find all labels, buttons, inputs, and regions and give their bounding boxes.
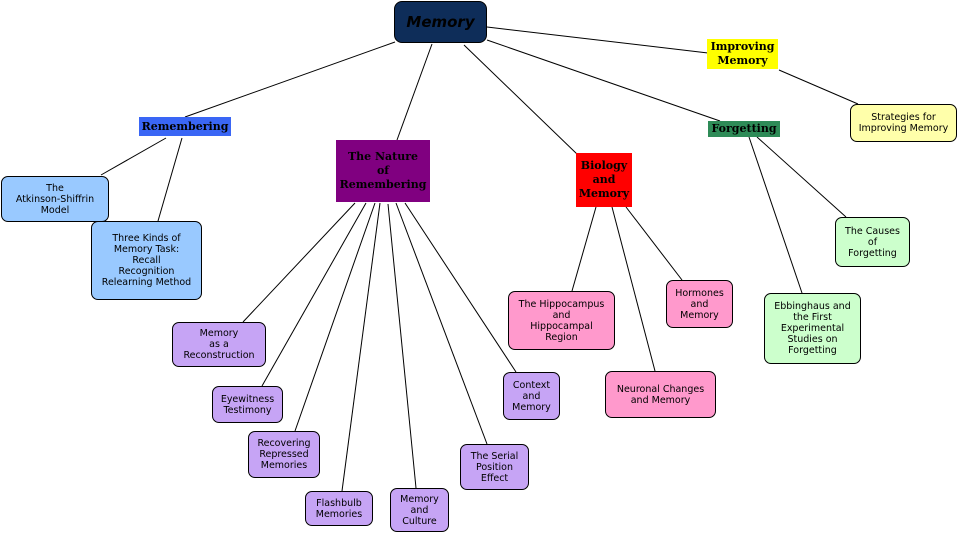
connector-forgetting-ebbinghaus [748, 136, 803, 294]
root-node-memory[interactable]: Memory [394, 1, 487, 43]
leaf-node-hippocampus[interactable]: The Hippocampus and Hippocampal Region [508, 291, 615, 350]
branch-node-remembering[interactable]: Remembering [139, 117, 231, 136]
connector-nature-eyewitness [261, 202, 367, 387]
connector-nature-context [404, 202, 517, 373]
branch-node-biology-and-memory[interactable]: Biology and Memory [576, 153, 632, 207]
leaf-node-atkinson-shiffrin-model[interactable]: The Atkinson-Shiffrin Model [1, 176, 109, 222]
leaf-node-context-and-memory[interactable]: Context and Memory [503, 372, 560, 420]
connector-nature-flashbulb [341, 202, 381, 492]
connector-biology-neuronal [611, 206, 656, 372]
connector-biology-hippocampus [571, 206, 597, 292]
connector-biology-hormones [625, 206, 683, 281]
branch-node-nature-of-remembering[interactable]: The Nature of Remembering [336, 140, 430, 202]
connector-nature-reconstruction [242, 202, 356, 323]
connector-improving-strategies [778, 69, 859, 105]
leaf-node-hormones-and-memory[interactable]: Hormones and Memory [666, 280, 733, 328]
connector-nature-culture [387, 203, 417, 489]
leaf-node-causes-of-forgetting[interactable]: The Causes of Forgetting [835, 217, 910, 267]
connector-root-remembering [184, 41, 396, 118]
leaf-node-ebbinghaus[interactable]: Ebbinghaus and the First Experimental St… [764, 293, 861, 364]
connector-remembering-atkinson [100, 137, 167, 176]
connector-root-improving [486, 26, 709, 54]
connector-remembering-three [157, 137, 183, 222]
leaf-node-eyewitness-testimony[interactable]: Eyewitness Testimony [212, 386, 283, 423]
branch-node-forgetting[interactable]: Forgetting [708, 121, 780, 137]
leaf-node-memory-and-culture[interactable]: Memory and Culture [390, 488, 449, 532]
leaf-node-memory-as-reconstruction[interactable]: Memory as a Reconstruction [172, 322, 266, 367]
leaf-node-strategies-for-improving-memory[interactable]: Strategies for Improving Memory [850, 104, 957, 142]
connector-root-biology [463, 44, 579, 156]
leaf-node-neuronal-changes[interactable]: Neuronal Changes and Memory [605, 371, 716, 418]
connector-nature-repressed [294, 202, 376, 432]
leaf-node-three-kinds-of-memory-task[interactable]: Three Kinds of Memory Task: Recall Recog… [91, 221, 202, 300]
connector-nature-serial [395, 202, 488, 445]
connector-forgetting-causes [756, 136, 847, 218]
branch-node-improving-memory[interactable]: Improving Memory [707, 39, 778, 69]
leaf-node-serial-position-effect[interactable]: The Serial Position Effect [460, 444, 529, 490]
leaf-node-recovering-repressed-memories[interactable]: Recovering Repressed Memories [248, 431, 320, 478]
leaf-node-flashbulb-memories[interactable]: Flashbulb Memories [305, 491, 373, 526]
connector-root-nature [396, 43, 433, 141]
connector-root-forgetting [486, 39, 721, 122]
